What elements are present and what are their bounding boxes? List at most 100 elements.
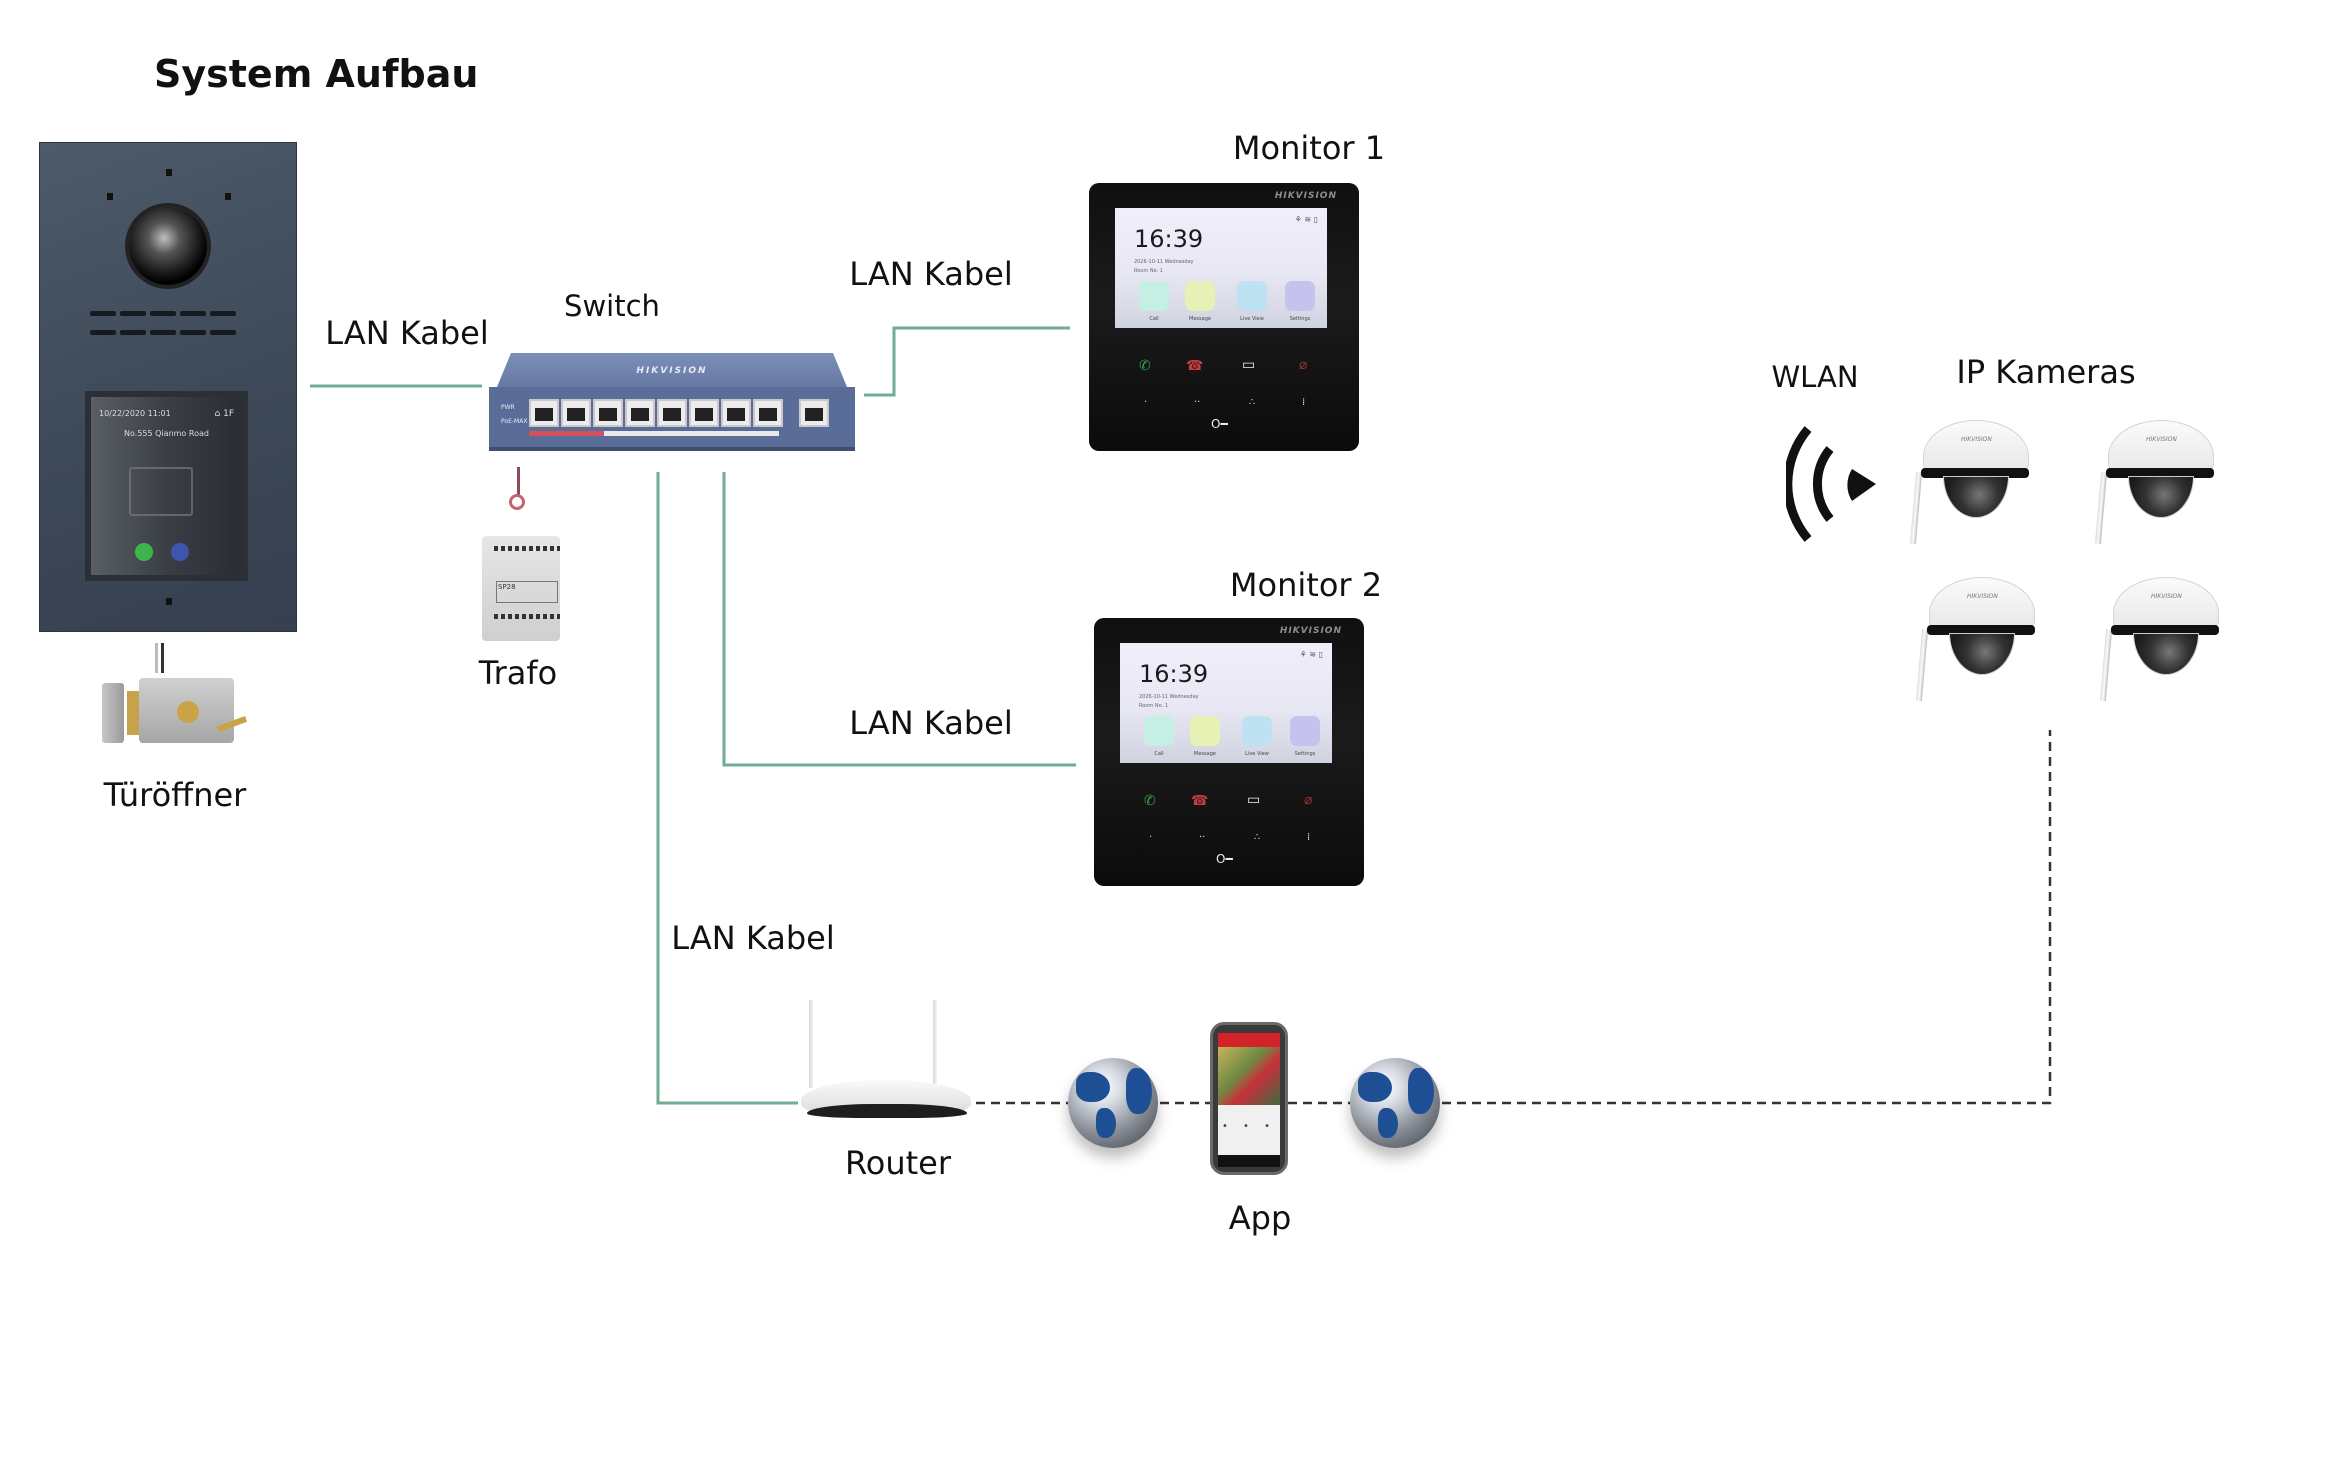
smartphone-app[interactable]: • • • [1210, 1022, 1288, 1175]
switch-port-6[interactable] [689, 399, 719, 427]
keypad-button-icon [135, 543, 153, 561]
camera-brand: HIKVISION [1961, 436, 1992, 443]
wifi-signal-icon [1786, 426, 1876, 542]
answer-call-icon[interactable]: ✆ [1139, 358, 1151, 374]
ip-camera-1[interactable]: HIKVISION [1907, 420, 2031, 545]
switch-port-3[interactable] [593, 399, 623, 427]
mute-icon[interactable]: ⌀ [1299, 357, 1308, 373]
message-app-icon[interactable] [1190, 716, 1220, 746]
switch-brand: HIKVISION [636, 366, 708, 376]
lan-cable-switch-to-monitor-2 [722, 472, 1076, 767]
keypad-3-icon[interactable]: ∴ [1254, 832, 1261, 843]
monitor-2-date: 2026-10-11 Wednesday [1139, 694, 1199, 700]
hang-up-icon[interactable]: ☎ [1186, 358, 1204, 374]
app-label: Call [1149, 316, 1159, 322]
diagram-title: System Aufbau [154, 52, 479, 96]
live-view-app-icon[interactable] [1242, 716, 1272, 746]
camera-brand: HIKVISION [2146, 436, 2177, 443]
app-header-bar [1218, 1033, 1280, 1047]
camera-lens-icon [1943, 476, 2009, 518]
internet-globe-icon [1350, 1058, 1440, 1148]
message-app-icon[interactable] [1185, 281, 1215, 311]
router[interactable] [793, 1000, 976, 1130]
ip-camera-2[interactable]: HIKVISION [2092, 420, 2216, 545]
microphone-dot [166, 598, 172, 605]
app-label: Message [1189, 316, 1211, 322]
power-wire [517, 467, 520, 497]
call-app-icon[interactable] [1139, 281, 1169, 311]
poe-port-strip [529, 431, 779, 436]
settings-app-icon[interactable] [1285, 281, 1315, 311]
door-station-screen: 10/22/2020 11:01 ⌂ 1F No.555 Qianmo Road [85, 391, 248, 581]
switch-port-2[interactable] [561, 399, 591, 427]
sensor-dot [107, 193, 113, 200]
keypad-2-icon[interactable]: ·· [1194, 397, 1201, 408]
switch-port-8[interactable] [753, 399, 783, 427]
keypad-4-icon[interactable]: ⁞ [1302, 397, 1306, 408]
monitor-2-label: Monitor 2 [1229, 566, 1383, 604]
internet-globe-icon [1068, 1058, 1158, 1148]
monitor-brand: HIKVISION [1279, 626, 1342, 636]
ip-camera-3[interactable]: HIKVISION [1913, 577, 2037, 702]
monitor-1-date: 2026-10-11 Wednesday [1134, 259, 1194, 265]
call-app-icon[interactable] [1144, 716, 1174, 746]
lan-cable-label-router: LAN Kabel [671, 919, 835, 957]
lan-cable-label-door: LAN Kabel [325, 314, 489, 352]
switch-port-5[interactable] [657, 399, 687, 427]
door-station[interactable]: 10/22/2020 11:01 ⌂ 1F No.555 Qianmo Road [39, 142, 297, 632]
door-opener-label: Türöffner [103, 776, 247, 814]
switch-label: Switch [564, 289, 660, 323]
transformer-model: SP28 [496, 581, 558, 603]
lan-cable-switch-to-monitor-1 [864, 326, 1070, 397]
transformer-label: Trafo [478, 654, 558, 692]
card-reader-icon [129, 467, 193, 516]
app-label: Live View [1240, 316, 1264, 322]
monitor-2-room: Room No. 1 [1139, 703, 1168, 709]
video-icon[interactable]: ▭ [1247, 792, 1261, 808]
lan-cable-label-monitor-1: LAN Kabel [849, 255, 1013, 293]
antenna-icon [933, 1000, 937, 1088]
mute-icon[interactable]: ⌀ [1304, 792, 1313, 808]
wlan-label: WLAN [1771, 360, 1859, 394]
switch-port-uplink[interactable] [799, 399, 829, 427]
keypad-4-icon[interactable]: ⁞ [1307, 832, 1311, 843]
camera-lens-icon [2128, 476, 2194, 518]
app-label: App [1228, 1199, 1292, 1237]
ip-camera-4[interactable]: HIKVISION [2097, 577, 2221, 702]
app-controls[interactable]: • • • [1221, 1121, 1277, 1132]
app-live-video [1218, 1047, 1280, 1105]
pwr-led-label: PWR [501, 404, 515, 411]
app-label: Message [1194, 751, 1216, 757]
app-label: Call [1154, 751, 1164, 757]
monitor-1[interactable]: HIKVISION ⚘ ≋ ▯ 16:39 2026-10-11 Wednesd… [1089, 183, 1359, 451]
switch-port-7[interactable] [721, 399, 751, 427]
keypad-1-icon[interactable]: · [1144, 397, 1148, 408]
antenna-icon [809, 1000, 813, 1088]
live-view-app-icon[interactable] [1237, 281, 1267, 311]
app-label: Live View [1245, 751, 1269, 757]
keypad-2-icon[interactable]: ·· [1199, 832, 1206, 843]
app-label: Settings [1289, 316, 1311, 322]
keypad-3-icon[interactable]: ∴ [1249, 397, 1256, 408]
settings-app-icon[interactable] [1290, 716, 1320, 746]
monitor-1-room: Room No. 1 [1134, 268, 1163, 274]
directory-button-icon [171, 543, 189, 561]
router-label: Router [844, 1144, 952, 1182]
lan-cable-label-monitor-2: LAN Kabel [849, 704, 1013, 742]
switch-port-1[interactable] [529, 399, 559, 427]
power-connector-icon [509, 494, 525, 510]
switch-port-4[interactable] [625, 399, 655, 427]
door-opener-lock [97, 643, 257, 748]
monitor-2[interactable]: HIKVISION ⚘ ≋ ▯ 16:39 2026-10-11 Wednesd… [1094, 618, 1364, 886]
keypad-1-icon[interactable]: · [1149, 832, 1153, 843]
video-icon[interactable]: ▭ [1242, 357, 1256, 373]
monitor-1-time: 16:39 [1134, 225, 1204, 253]
unlock-key-icon[interactable]: O━ [1211, 417, 1228, 431]
unlock-key-icon[interactable]: O━ [1216, 852, 1233, 866]
hang-up-icon[interactable]: ☎ [1191, 793, 1209, 809]
answer-call-icon[interactable]: ✆ [1144, 793, 1156, 809]
network-switch[interactable]: HIKVISION PWR PoE-MAX [489, 353, 855, 452]
lan-cable-switch-to-router [656, 472, 798, 1105]
camera-brand: HIKVISION [1967, 593, 1998, 600]
transformer: SP28 [476, 536, 566, 641]
